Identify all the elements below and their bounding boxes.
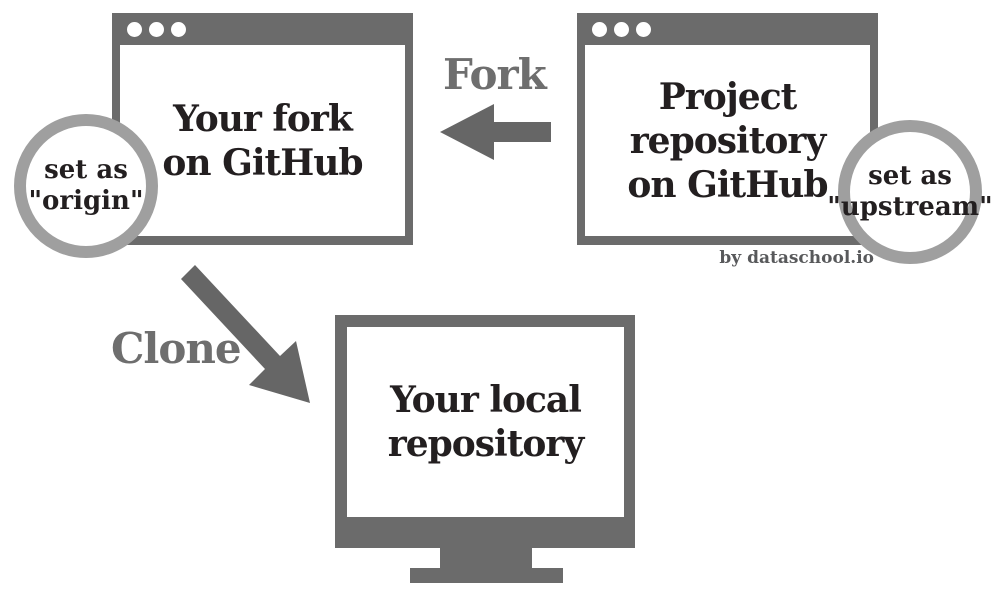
window-control-dot <box>614 22 629 37</box>
fork-window-title: Your fork on GitHub <box>162 97 363 185</box>
project-window: Project repository on GitHub <box>577 13 878 245</box>
origin-badge-text: set as "origin" <box>29 155 144 217</box>
window-control-dot <box>127 22 142 37</box>
window-control-dot <box>592 22 607 37</box>
monitor-stand-base <box>410 568 563 583</box>
upstream-badge-line2: "upstream" <box>827 192 993 222</box>
project-window-title-line3: on GitHub <box>627 163 828 206</box>
credit-text: by dataschool.io <box>719 248 874 268</box>
window-control-dot <box>636 22 651 37</box>
window-controls <box>592 22 651 37</box>
project-window-content: Project repository on GitHub <box>585 45 870 236</box>
window-controls <box>127 22 186 37</box>
fork-window-title-line2: on GitHub <box>162 141 363 184</box>
local-repository-title: Your local repository <box>387 378 585 466</box>
local-repository-monitor: Your local repository <box>335 315 635 548</box>
upstream-badge-line1: set as <box>868 161 952 191</box>
origin-badge-line1: set as <box>44 155 128 185</box>
clone-arrow-label: Clone <box>111 324 242 373</box>
origin-badge-line2: "origin" <box>28 186 144 216</box>
local-repository-line2: repository <box>387 423 585 465</box>
fork-window-content: Your fork on GitHub <box>120 45 405 236</box>
fork-window: Your fork on GitHub <box>112 13 413 245</box>
project-window-title: Project repository on GitHub <box>627 75 828 207</box>
upstream-badge-text: set as "upstream" <box>827 161 992 223</box>
fork-window-title-line1: Your fork <box>173 97 353 140</box>
local-repository-line1: Your local <box>390 379 582 421</box>
fork-arrow-label: Fork <box>443 50 547 99</box>
upstream-badge: set as "upstream" <box>827 120 993 264</box>
monitor-screen: Your local repository <box>347 327 624 517</box>
origin-badge: set as "origin" <box>14 114 158 258</box>
fork-arrow <box>440 104 551 160</box>
monitor-stand-neck <box>440 548 532 568</box>
window-control-dot <box>171 22 186 37</box>
project-window-title-line2: repository <box>629 119 827 162</box>
project-window-title-line1: Project <box>658 75 798 118</box>
window-control-dot <box>149 22 164 37</box>
